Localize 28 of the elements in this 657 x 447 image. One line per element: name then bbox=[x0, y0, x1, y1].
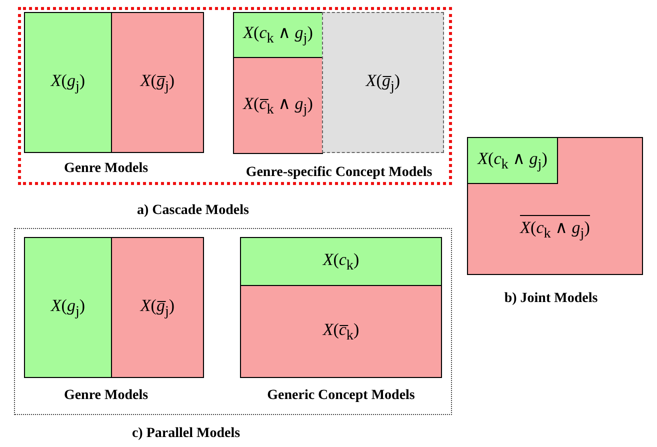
formula: X(g̅$_{j}$) bbox=[140, 294, 175, 320]
formula: X(c̅$_{k}$) bbox=[322, 318, 360, 344]
shaded-region bbox=[467, 137, 558, 184]
formula: X(c$_{k}$ ∧ g$_{j}$) bbox=[520, 215, 590, 243]
shaded-region bbox=[240, 285, 442, 378]
formula: X(g̅$_{j}$) bbox=[366, 70, 400, 96]
panel-caption: Genre-specific Concept Models bbox=[246, 166, 432, 180]
formula: X(c̅$_{k}$ ∧ g$_{j}$) bbox=[243, 92, 313, 118]
formula: X(c$_{k}$ ∧ g$_{j}$) bbox=[243, 22, 313, 48]
shaded-region bbox=[24, 237, 112, 378]
formula: X(g̅$_{j}$) bbox=[140, 70, 175, 96]
formula: X(g$_{j}$) bbox=[50, 294, 86, 320]
panel-caption: Genre Models bbox=[64, 162, 148, 176]
shaded-region bbox=[111, 12, 204, 153]
shaded-region bbox=[233, 57, 323, 154]
panel-caption: c) Parallel Models bbox=[132, 427, 240, 441]
panel-caption: Genre Models bbox=[64, 389, 148, 403]
shaded-region bbox=[24, 12, 112, 153]
shaded-region bbox=[233, 12, 323, 58]
shaded-region bbox=[322, 12, 444, 153]
formula: X(g$_{j}$) bbox=[50, 70, 86, 96]
formula: X(c$_{k}$ ∧ g$_{j}$) bbox=[478, 148, 548, 174]
panel-caption: b) Joint Models bbox=[504, 292, 598, 306]
panel-caption: a) Cascade Models bbox=[137, 204, 249, 218]
shaded-region bbox=[240, 237, 442, 286]
shaded-region bbox=[111, 237, 204, 378]
formula: X(c$_{k}$) bbox=[322, 248, 360, 274]
panel-caption: Generic Concept Models bbox=[267, 389, 415, 403]
